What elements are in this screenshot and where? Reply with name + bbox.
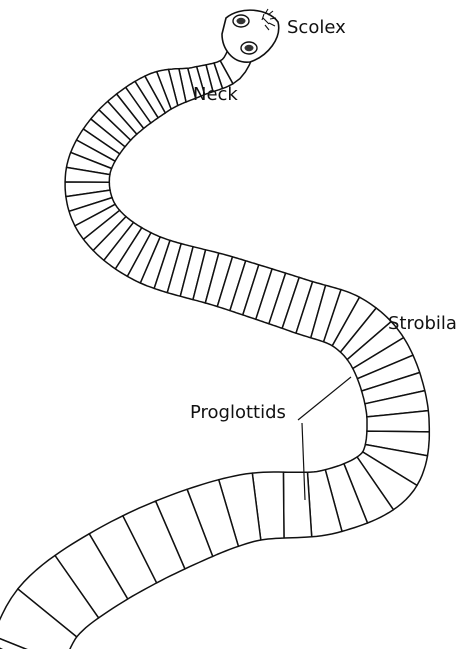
sucker-lower [241,42,257,54]
worm-body [0,38,429,649]
neck-label: Neck [193,84,238,105]
scolex-label: Scolex [287,17,346,38]
sucker-upper [233,15,249,27]
proglottid-segment [283,472,311,538]
scolex-head [222,9,279,62]
strobila-label: Strobila [388,313,457,334]
proglottids-label: Proglottids [190,402,286,423]
proglottids-pointer-left [298,377,351,420]
